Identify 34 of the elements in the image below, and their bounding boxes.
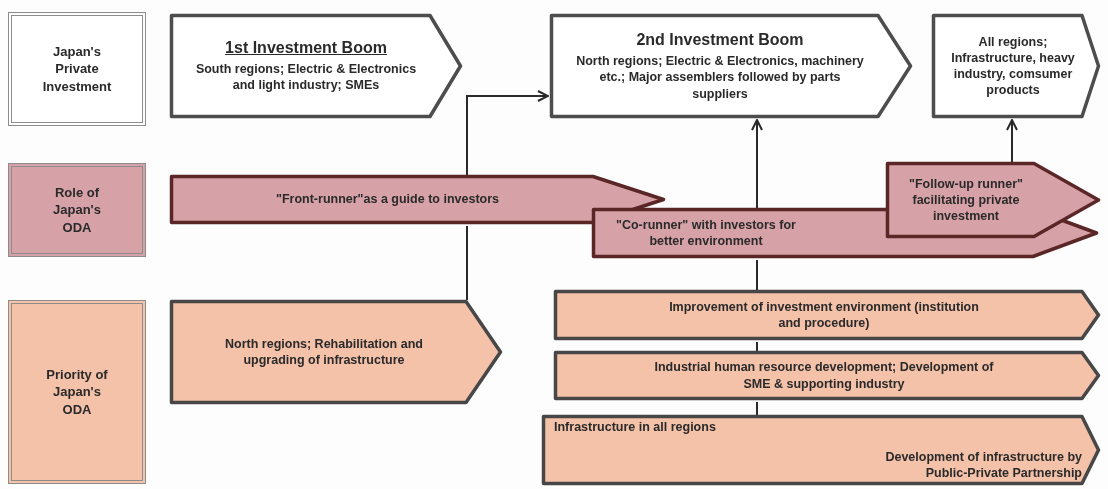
description: Development of infrastructure by Public-Private Partnership bbox=[884, 448, 1082, 481]
chevron-box bbox=[170, 14, 462, 118]
chevron-box bbox=[554, 351, 1100, 400]
arrow bbox=[751, 119, 763, 209]
description: Priority of Japan's ODA bbox=[45, 365, 109, 419]
description: Industrial human resource development; Development of SME & supporting industry bbox=[654, 359, 994, 392]
description: South regions; Electric & Electronics and light industry; SMEs bbox=[194, 61, 418, 94]
description: North regions; Electric & Electronics, machinery etc.; Major assemblers followed by parts suppliers bbox=[575, 53, 865, 102]
connector-line bbox=[756, 401, 758, 416]
connector-line bbox=[466, 225, 468, 301]
connector-line bbox=[756, 341, 758, 352]
row-label-box bbox=[8, 300, 146, 484]
connector-line bbox=[756, 259, 758, 291]
row-label-box bbox=[8, 163, 146, 257]
description: Infrastructure in all regions bbox=[554, 419, 716, 436]
arrow bbox=[1006, 119, 1018, 163]
row-label-box bbox=[8, 12, 146, 126]
description: Role of Japan's ODA bbox=[52, 183, 102, 237]
description: All regions; Infrastructure, heavy industry, comsumer products bbox=[950, 33, 1076, 99]
description: "Co-runner" with investors for better environment bbox=[615, 216, 797, 250]
chevron-box bbox=[170, 300, 502, 404]
description: Japan's Private Investment bbox=[41, 42, 113, 96]
heading: 2nd Investment Boom bbox=[636, 30, 804, 51]
heading: 1st Investment Boom bbox=[225, 38, 387, 59]
chevron-box bbox=[886, 162, 1100, 238]
description: "Follow-up runner" facilitating private investment bbox=[908, 175, 1024, 225]
description: Improvement of investment environment (institution and procedure) bbox=[669, 298, 979, 332]
chevron-box bbox=[550, 14, 912, 118]
description: North regions; Rehabilitation and upgrading of infrastructure bbox=[224, 335, 424, 369]
arrow bbox=[466, 90, 549, 176]
chevron-box bbox=[542, 415, 1100, 485]
chevron-box bbox=[554, 290, 1100, 340]
description: "Front-runner"as a guide to investors bbox=[276, 191, 499, 208]
chevron-box bbox=[932, 14, 1100, 118]
